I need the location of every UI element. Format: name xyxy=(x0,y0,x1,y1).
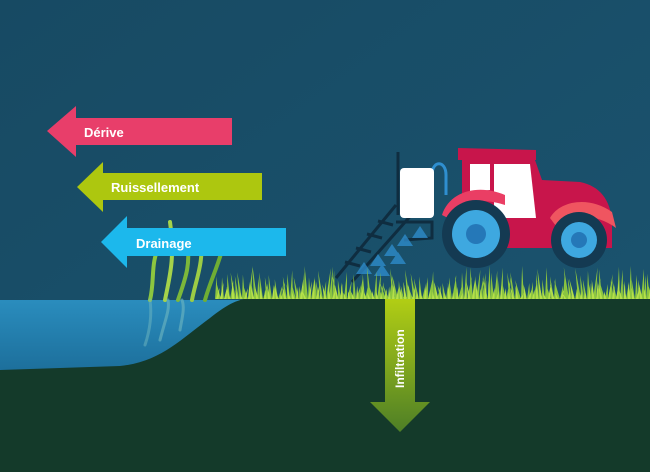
tractor-window-front xyxy=(494,164,536,218)
rear-wheel xyxy=(442,200,510,268)
arrow-label-drainage: Drainage xyxy=(136,236,192,251)
arrow-drainage: Drainage xyxy=(101,216,286,268)
tractor xyxy=(442,148,616,268)
rear-fender xyxy=(442,189,505,220)
spray-droplets xyxy=(356,226,428,276)
arrow-ruissellement: Ruissellement xyxy=(77,162,262,212)
sprayer xyxy=(334,152,448,283)
arrow-derive: Dérive xyxy=(47,106,232,157)
arrow-label-derive: Dérive xyxy=(84,125,124,140)
arrow-infiltration: Infiltration xyxy=(370,297,430,432)
front-wheel xyxy=(551,212,607,268)
tractor-roof xyxy=(458,148,536,160)
grass-blades-light xyxy=(216,279,650,299)
grass-blades xyxy=(215,265,650,299)
tractor-window-rear xyxy=(470,164,490,192)
spray-tank xyxy=(400,168,434,218)
soil xyxy=(0,297,650,472)
arrow-label-ruissellement: Ruissellement xyxy=(111,180,200,195)
field-grass xyxy=(215,265,650,299)
arrow-label-infiltration: Infiltration xyxy=(393,329,407,388)
